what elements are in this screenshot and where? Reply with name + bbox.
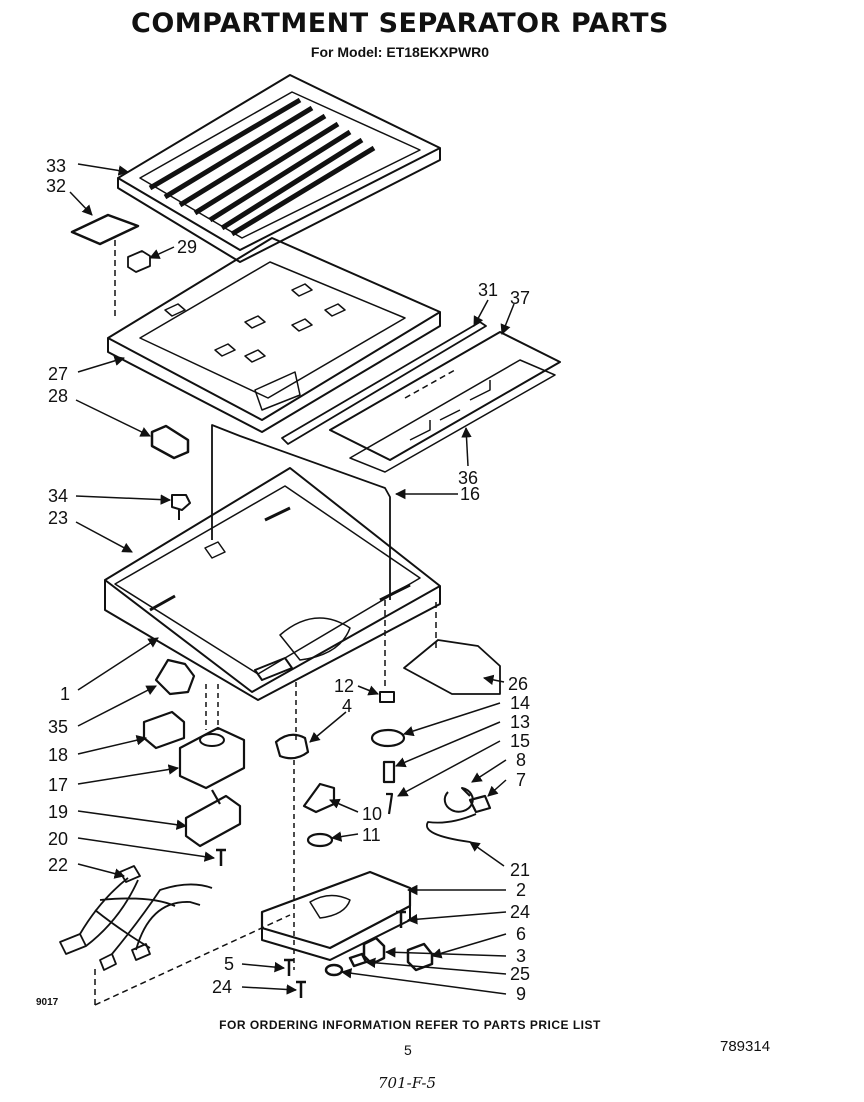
callout-28: 28 [48,386,68,406]
callout-12: 12 [334,676,354,696]
callout-2: 2 [516,880,526,900]
parts-drawing [59,74,561,1006]
part-12-fitting [379,691,395,703]
part-7-socket [468,794,492,814]
callout-36: 36 [458,468,478,488]
document-part-number: 789314 [720,1038,771,1055]
part-24-screw-upper [396,910,406,928]
part-9-cap [324,963,344,977]
callout-24-upper: 24 [510,902,530,922]
callout-24-lower: 24 [212,977,232,997]
part-34-fastener [171,494,191,520]
part-2-control-housing [260,870,412,961]
part-6-connector [406,942,434,972]
part-22-wire-harness [59,865,213,971]
part-23-separator-panel [104,467,441,701]
part-17-housing [178,684,246,790]
callout-leaders [69,163,515,995]
part-11-knob [306,832,334,848]
callout-22: 22 [48,855,68,875]
callout-27: 27 [48,364,68,384]
callout-29: 29 [177,237,197,257]
part-31-strip [281,321,487,445]
part-10-thermostat [302,782,336,814]
callout-4: 4 [342,696,352,716]
part-21-wire [426,813,479,847]
part-33-grille-cover [117,74,441,263]
part-3-switch [362,936,386,966]
callout-13: 13 [510,712,530,732]
callout-17: 17 [48,775,68,795]
callout-7: 7 [516,770,526,790]
callout-26: 26 [508,674,528,694]
part-26-insulation [403,639,501,695]
callout-31: 31 [478,280,498,300]
drawing-code: 9017 [36,997,59,1008]
callout-14: 14 [510,693,530,713]
callout-15: 15 [510,731,530,751]
callout-34: 34 [48,486,68,506]
part-18-insert [142,710,186,750]
callout-37: 37 [510,288,530,308]
part-32-label [70,213,140,246]
callout-labels: 33 32 29 31 37 27 28 36 34 16 23 26 1 12… [46,156,530,1004]
page-title: COMPARTMENT SEPARATOR PARTS [131,8,669,39]
callout-18: 18 [48,745,68,765]
callout-3: 3 [516,946,526,966]
part-15-screw [386,792,394,815]
callout-10: 10 [362,804,382,824]
part-5-screw [284,958,294,976]
part-4-damper [274,682,310,970]
part-20-screw [216,848,226,866]
callout-1: 1 [60,684,70,704]
part-8-lamp [443,787,474,813]
callout-19: 19 [48,802,68,822]
callout-6: 6 [516,924,526,944]
callout-21: 21 [510,860,530,880]
part-19-switch [184,789,242,848]
handwritten-note: 701-F-5 [378,1074,437,1092]
callout-9: 9 [516,984,526,1004]
part-24-screw-lower [296,980,306,998]
part-37-36-channel [329,331,561,473]
part-35-bracket [154,658,196,696]
callout-25: 25 [510,964,530,984]
callout-8: 8 [516,750,526,770]
ordering-info: FOR ORDERING INFORMATION REFER TO PARTS … [219,1018,601,1032]
callout-11: 11 [362,825,381,845]
part-28-block [150,424,190,460]
callout-16: 16 [460,484,480,504]
part-13-bulb [382,760,396,784]
part-27-separator-tray [107,237,441,433]
part-29-clip [127,250,151,273]
page-number: 5 [404,1042,412,1058]
callout-5: 5 [224,954,234,974]
callout-32: 32 [46,176,66,196]
callout-20: 20 [48,829,68,849]
callout-33: 33 [46,156,66,176]
part-16-wire [211,424,391,600]
part-14-grommet [370,728,406,748]
callout-35: 35 [48,717,68,737]
part-25-switch [348,952,368,968]
callout-23: 23 [48,508,68,528]
model-subtitle: For Model: ET18EKXPWR0 [310,44,490,60]
